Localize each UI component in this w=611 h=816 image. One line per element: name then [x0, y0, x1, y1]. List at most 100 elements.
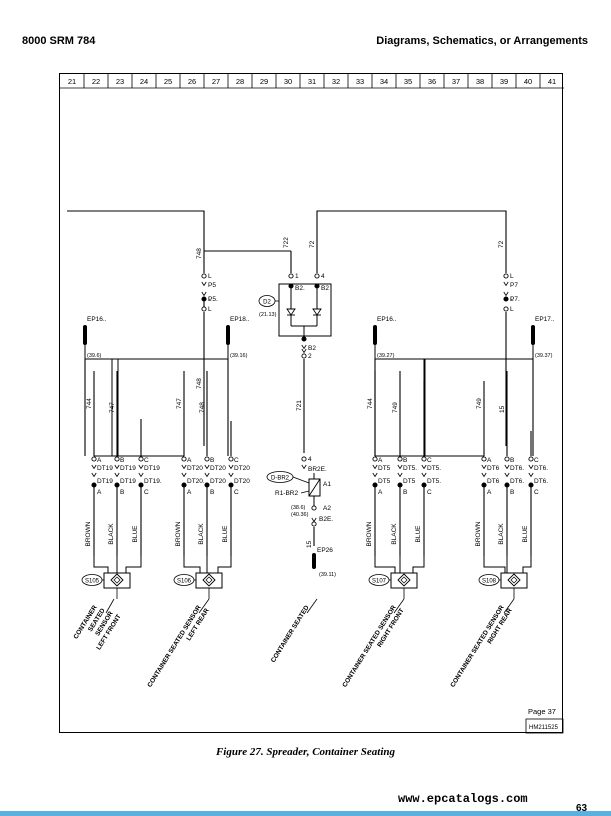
connector-label: B2. [295, 285, 305, 292]
pin-terminal [91, 456, 97, 462]
column-number: 24 [140, 77, 148, 86]
proximity-sensor-icon [400, 576, 408, 584]
wire [300, 490, 310, 494]
pin-terminal [504, 482, 510, 488]
wire-color-label: BLACK [498, 523, 505, 545]
column-number: 31 [308, 77, 316, 86]
column-number: 23 [116, 77, 124, 86]
pin-terminal [228, 482, 234, 488]
pin-terminal [288, 283, 294, 289]
pin-terminal [201, 306, 207, 312]
wire-number: 15 [306, 540, 313, 548]
connector-arrow [372, 472, 378, 478]
column-number: 30 [284, 77, 292, 86]
connector-label: BR2E. [308, 466, 327, 473]
proximity-sensor-icon [507, 573, 521, 587]
pin-terminal [421, 482, 427, 488]
connector-arrow [301, 464, 307, 470]
dt-label: DT5 [378, 465, 391, 472]
dt-label: DT20 [234, 465, 250, 472]
wire-color-label: BROWN [175, 521, 182, 546]
connector-arrow [228, 472, 234, 478]
page-number: 63 [576, 803, 588, 814]
dt-label: DT6. [510, 478, 524, 485]
connector-arrow [114, 464, 120, 470]
column-number: 26 [188, 77, 196, 86]
dt-label: DT5. [403, 465, 417, 472]
connector-arrow [503, 281, 509, 287]
pin-label: L [510, 296, 514, 303]
sensor-tag-label: S106 [177, 579, 192, 585]
dt-label: DT19 [120, 478, 136, 485]
wire-number: 744 [367, 398, 374, 409]
pin-terminal [481, 482, 487, 488]
pin-terminal [181, 456, 187, 462]
pin-label: A [187, 457, 192, 464]
pin-label: B [120, 489, 124, 496]
sheet-reference: (39.6) [87, 353, 102, 359]
pin-label: A [487, 489, 492, 496]
connector-arrow [204, 472, 210, 478]
connector-arrow [421, 464, 427, 470]
pin-label: C [534, 489, 539, 496]
wire-color-label: BLACK [198, 523, 205, 545]
wire [93, 556, 109, 573]
wire-color-label: BLACK [108, 523, 115, 545]
connector-arrow [421, 472, 427, 478]
pin-label: A [97, 457, 102, 464]
wire-number: 721 [296, 400, 303, 411]
dt-label: DT19. [144, 478, 162, 485]
label: L [208, 306, 212, 313]
connector-arrow [204, 464, 210, 470]
wire [125, 556, 142, 573]
wire-number: 747 [176, 398, 183, 409]
wire-number: 72 [498, 240, 505, 248]
diode-icon [312, 308, 322, 316]
pin-label: L [510, 273, 514, 280]
pin-terminal [204, 456, 210, 462]
dt-label: DT5 [378, 478, 391, 485]
manual-id: 8000 SRM 784 [22, 35, 96, 47]
pin-terminal [481, 456, 487, 462]
sensor-description: CONTAINER SEATED SENSOR [146, 604, 202, 689]
sheet-reference: (39.27) [377, 353, 395, 359]
wire-number: 748 [196, 378, 203, 389]
pin-label: L [208, 296, 212, 303]
sensor-description: CONTAINER SEATED [270, 604, 311, 664]
connector-arrow [481, 464, 487, 470]
connector-arrow [91, 472, 97, 478]
pin-label: A2 [323, 505, 331, 512]
dt-label: DT5. [427, 465, 441, 472]
connector-arrow [138, 464, 144, 470]
pin-label: C [427, 457, 432, 464]
pin-label: L [208, 273, 212, 280]
connector-arrow [397, 472, 403, 478]
column-number: 39 [500, 77, 508, 86]
connector-arrow [201, 291, 207, 297]
leader [503, 598, 515, 614]
column-number: 36 [428, 77, 436, 86]
wire-number: 749 [476, 398, 483, 409]
bus-wire-748 [67, 210, 205, 273]
sheet-reference: (39.16) [230, 353, 248, 359]
footer-strip [0, 811, 611, 816]
column-number: 29 [260, 77, 268, 86]
pin-terminal [372, 482, 378, 488]
connector-arrow [228, 464, 234, 470]
leader [306, 598, 318, 614]
connector-label: B2 [308, 345, 316, 352]
pin-label: A [378, 489, 383, 496]
pin-label: B [510, 457, 514, 464]
sheet-reference: (40.36) [291, 512, 309, 518]
label: 2 [308, 353, 312, 360]
wire-color-label: BLUE [415, 525, 422, 543]
wire-number: 748 [199, 402, 206, 413]
sensor-tag-label: S107 [372, 579, 387, 585]
column-number: 37 [452, 77, 460, 86]
pin-terminal [301, 456, 307, 462]
dt-label: DT20 [234, 478, 250, 485]
splice-label: EP17.. [535, 316, 555, 323]
connector-label: P5. [208, 296, 218, 303]
dt-label: DT20. [187, 478, 205, 485]
